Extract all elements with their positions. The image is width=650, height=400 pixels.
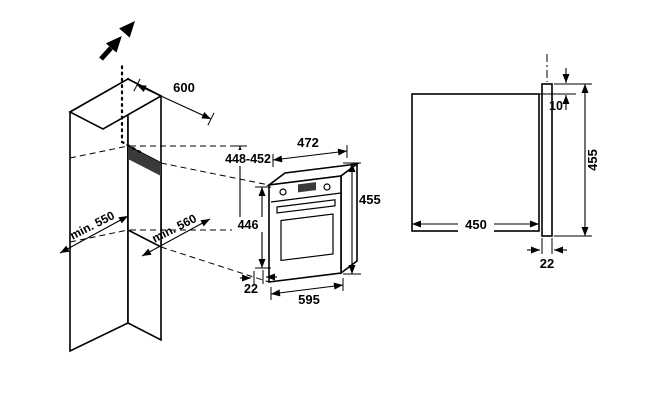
dim-oven-body-height: 446 — [232, 186, 271, 269]
niche-shadow — [128, 146, 161, 176]
dim-top-overhang: 10 — [539, 68, 576, 113]
dim-door-thickness-right: 22 — [527, 238, 567, 271]
dim-label-niche-height: 448-452 — [225, 152, 271, 166]
vent-airflow — [99, 21, 142, 154]
airflow-dotted-path — [120, 62, 142, 154]
control-panel-divider — [270, 192, 342, 203]
dim-label-472: 472 — [297, 135, 319, 150]
dimension-line — [270, 282, 344, 297]
dimension-line — [272, 148, 348, 163]
oven-side-view: 10 455 450 22 — [411, 54, 600, 271]
label-background — [458, 216, 494, 232]
dim-body-depth: 450 — [412, 216, 539, 232]
airflow-arrow-shaft — [99, 46, 113, 61]
projection-line — [160, 162, 270, 186]
dim-oven-width: 595 — [270, 278, 344, 307]
dim-door-thickness-left: 22 — [240, 270, 277, 296]
side-view-body — [411, 93, 540, 232]
dim-oven-front-height: 455 — [343, 162, 381, 275]
dim-label-600: 600 — [173, 80, 195, 95]
dim-label-455-left: 455 — [359, 192, 381, 207]
label-background — [221, 150, 275, 166]
control-knob — [323, 183, 331, 191]
cabinet-column — [68, 77, 163, 353]
dim-niche-height: 448-452 — [221, 145, 275, 231]
dim-oven-depth: 472 — [272, 135, 348, 167]
projection-line — [160, 246, 270, 283]
dim-cabinet-top-depth: 600 — [133, 78, 215, 126]
dim-label-22-left: 22 — [244, 282, 258, 296]
door-window — [280, 213, 334, 262]
airflow-arrow-icon — [119, 21, 135, 38]
dim-label-446: 446 — [238, 218, 259, 232]
dim-label-450: 450 — [465, 217, 487, 232]
oven-side-face — [340, 162, 358, 275]
dim-label-455-right: 455 — [585, 149, 600, 171]
dimension-line — [136, 84, 212, 120]
dimension-line — [59, 215, 129, 254]
door-handle — [276, 199, 336, 214]
dim-front-height-right: 455 — [554, 83, 600, 237]
dim-label-22-right: 22 — [540, 256, 554, 271]
side-view-door-panel — [541, 83, 553, 237]
control-knob — [279, 188, 287, 196]
dimension-line — [141, 218, 211, 257]
dim-label-10: 10 — [549, 99, 563, 113]
display — [298, 182, 316, 193]
label-background — [232, 217, 264, 232]
dim-label-595: 595 — [298, 292, 320, 307]
oven — [266, 162, 360, 283]
airflow-arrow-icon — [105, 36, 122, 53]
